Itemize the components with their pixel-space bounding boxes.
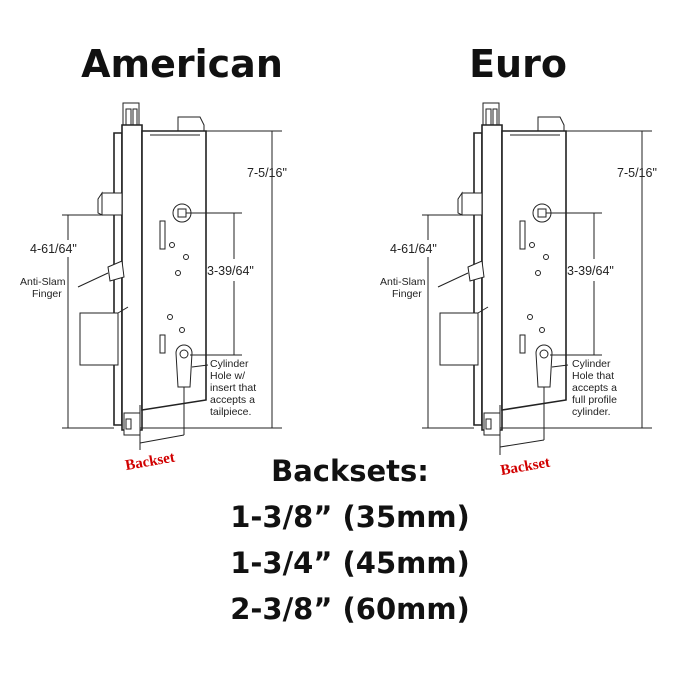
cylinder-note-line3: insert that [210, 382, 256, 394]
center-distance-dimension: 3-39/64" [207, 264, 254, 278]
anti-slam-label-line1: Anti-Slam [380, 276, 426, 288]
american-heading: American [81, 42, 283, 86]
backset-option: 1-3/4” (45mm) [230, 546, 470, 580]
euro-lock-diagram: 7-5/16" 3-39/64" 4-61/64" Anti-Slam Fing… [380, 102, 657, 475]
total-height-dimension: 7-5/16" [247, 166, 287, 180]
backsets-title: Backsets: [271, 454, 429, 488]
cylinder-note-line4: accepts a [210, 394, 255, 406]
cylinder-note-line5: tailpiece. [210, 406, 251, 418]
cylinder-note-line4: full profile [572, 394, 617, 406]
cylinder-note-line2: Hole that [572, 370, 614, 382]
lock-body-drawing [79, 102, 207, 436]
american-lock-diagram: 7-5/16" 3-39/64" 4-61/64" Anti-Slam Fing… [20, 102, 287, 474]
cylinder-note-line3: accepts a [572, 382, 617, 394]
anti-slam-label-line2: Finger [32, 288, 62, 300]
cylinder-note-line5: cylinder. [572, 406, 611, 418]
backsets-list: Backsets: 1-3/8” (35mm) 1-3/4” (45mm) 2-… [0, 448, 700, 632]
upper-distance-dimension: 4-61/64" [30, 242, 77, 256]
total-height-dimension: 7-5/16" [617, 166, 657, 180]
lock-body-drawing [439, 102, 567, 436]
euro-heading: Euro [469, 42, 567, 86]
center-distance-dimension: 3-39/64" [567, 264, 614, 278]
cylinder-note-line1: Cylinder [210, 358, 249, 370]
backset-option: 2-3/8” (60mm) [230, 592, 470, 626]
anti-slam-label-line2: Finger [392, 288, 422, 300]
upper-distance-dimension: 4-61/64" [390, 242, 437, 256]
cylinder-note-line2: Hole w/ [210, 370, 245, 382]
backset-option: 1-3/8” (35mm) [230, 500, 470, 534]
anti-slam-label-line1: Anti-Slam [20, 276, 66, 288]
cylinder-note-line1: Cylinder [572, 358, 611, 370]
